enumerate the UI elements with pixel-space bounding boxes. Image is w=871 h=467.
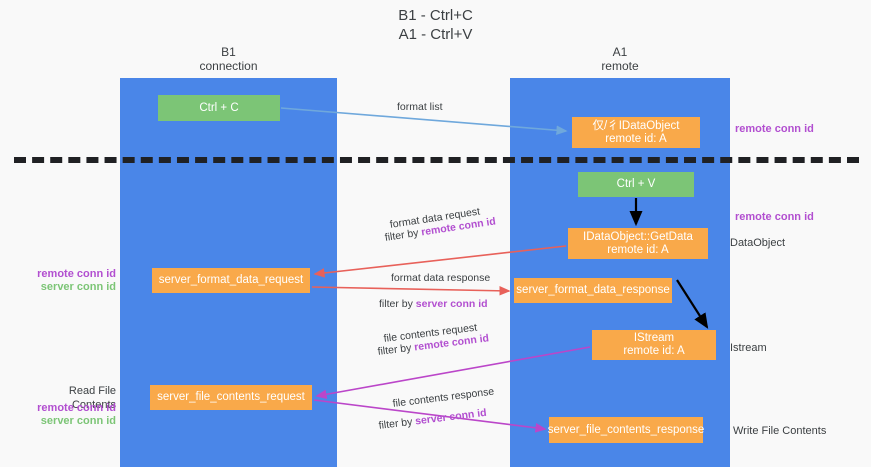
node-istream[interactable]: IStream remote id: A <box>592 330 716 360</box>
edge-label-format-data-response-filter: filter by server conn id <box>379 298 488 311</box>
phase-divider <box>14 157 859 163</box>
arrow-response-to-istream <box>676 279 709 329</box>
node-istream-line2: remote id: A <box>623 345 685 357</box>
annotation-left-server-conn-id-2: server conn id <box>40 415 116 427</box>
node-sfc-request-label: server_file_contents_request <box>157 391 305 403</box>
lane-header-b1-sub: connection <box>199 59 258 73</box>
page-title-line-2: A1 - Ctrl+V <box>398 26 473 43</box>
node-server-format-data-response[interactable]: server_format_data_response <box>514 278 672 303</box>
node-sfd-response-label: server_format_data_response <box>516 284 670 296</box>
lane-header-a1: A1 remote <box>510 45 730 73</box>
arrow-file-contents-request <box>315 346 591 400</box>
arrow-file-contents-response <box>313 399 547 433</box>
arrow-format-list <box>280 107 568 136</box>
arrow-format-data-response <box>311 286 511 296</box>
annotation-istream: Istream <box>730 342 767 354</box>
annotation-left-remote-conn-id-2: remote conn id <box>37 402 116 414</box>
annotation-remote-conn-id-mid: remote conn id <box>735 211 814 223</box>
node-sfc-response-label: server_file_contents_response <box>547 423 705 436</box>
node-istream-line1: IStream <box>633 332 675 344</box>
lane-header-a1-name: A1 <box>612 45 628 59</box>
node-idataobject[interactable]: 仅/彳IDataObject remote id: A <box>572 117 700 148</box>
node-getdata-line2: remote id: A <box>607 243 669 256</box>
node-ctrl-v-label: Ctrl + V <box>616 178 656 190</box>
page-title-line-1: B1 - Ctrl+C <box>398 7 473 24</box>
node-sfd-request-label: server_format_data_request <box>158 274 304 286</box>
node-server-file-contents-request[interactable]: server_file_contents_request <box>150 385 312 410</box>
node-idataobject-getdata[interactable]: IDataObject::GetData remote id: A <box>568 228 708 259</box>
arrow-format-data-request <box>313 245 567 278</box>
edge-label-format-data-response: format data response <box>391 272 491 284</box>
node-server-format-data-request[interactable]: server_format_data_request <box>152 268 310 293</box>
lane-header-a1-sub: remote <box>601 59 639 73</box>
filter-by-text: filter by <box>379 298 416 310</box>
annotation-remote-conn-id-top: remote conn id <box>735 123 814 135</box>
server-conn-id-text: server conn id <box>415 298 488 310</box>
node-idataobject-line1: 仅/彳IDataObject <box>592 119 680 132</box>
lane-header-b1: B1 connection <box>120 45 337 73</box>
annotation-left-conn-ids-bottom: remote conn id server conn id <box>18 402 116 428</box>
annotation-left-remote-conn-id: remote conn id <box>37 268 116 280</box>
node-idataobject-line2: remote id: A <box>605 132 667 145</box>
node-ctrl-c[interactable]: Ctrl + C <box>158 95 280 121</box>
node-ctrl-v[interactable]: Ctrl + V <box>578 172 694 197</box>
annotation-read-file-contents: Read File Contents <box>68 385 116 411</box>
node-ctrl-c-label: Ctrl + C <box>199 101 239 114</box>
annotation-write-file-contents: Write File Contents <box>733 425 827 437</box>
edge-label-format-list: format list <box>397 101 443 113</box>
node-server-file-contents-response[interactable]: server_file_contents_response <box>547 417 705 443</box>
page-title: B1 - Ctrl+C A1 - Ctrl+V <box>0 6 871 44</box>
node-getdata-line1: IDataObject::GetData <box>583 230 693 243</box>
annotation-left-server-conn-id: server conn id <box>40 281 116 293</box>
lane-header-b1-name: B1 <box>221 45 236 59</box>
annotation-left-conn-ids-top: remote conn id server conn id <box>18 268 116 294</box>
annotation-dataobject: DataObject <box>730 237 786 249</box>
